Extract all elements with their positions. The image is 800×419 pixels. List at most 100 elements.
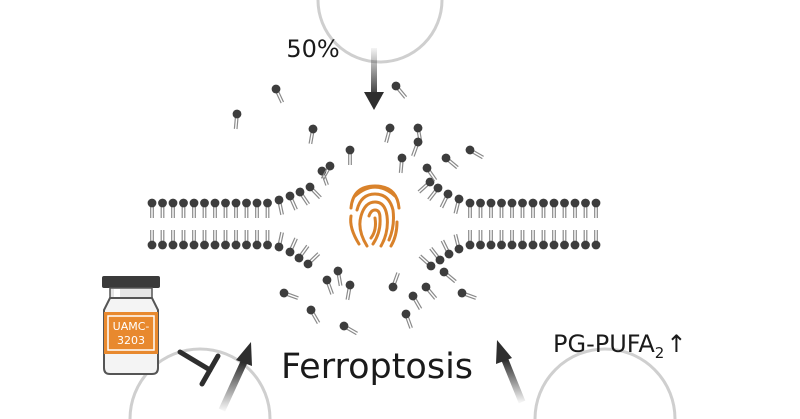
membrane-lipid-top [285, 191, 298, 211]
membrane-lipid-top [570, 198, 580, 218]
released-lipid [391, 81, 408, 99]
released-lipid [408, 291, 423, 310]
membrane-lipid-bottom [158, 230, 167, 250]
released-lipids [232, 81, 484, 336]
released-lipid [345, 280, 355, 301]
released-lipid [401, 309, 413, 329]
released-lipid [397, 153, 407, 174]
lower-left-up-arrow [218, 342, 252, 412]
vial-label-line2: 3203 [117, 334, 145, 347]
membrane-lipid-top [158, 198, 167, 218]
membrane-lipid-top [263, 198, 272, 218]
membrane-lipid-bottom [274, 231, 284, 252]
fingerprint-icon [349, 184, 401, 248]
membrane-lipid-bottom [179, 230, 188, 250]
down-arrow [364, 48, 384, 110]
pg-pufa-up-arrow: ↑ [666, 330, 686, 358]
membrane-lipid-top [439, 189, 453, 209]
membrane-lipid-bottom [560, 230, 569, 250]
membrane-lipid-bottom [476, 230, 485, 250]
lower-right-up-arrow [496, 340, 526, 404]
released-lipid [232, 109, 242, 130]
membrane-lipid-bottom [418, 254, 436, 271]
membrane-lipid-top [252, 198, 262, 218]
membrane-lipid-top [453, 194, 464, 215]
pg-pufa-label: PG-PUFA2↑ [553, 330, 686, 362]
membrane-lipid-bottom [518, 230, 527, 250]
membrane-lipid-bottom [168, 230, 178, 250]
membrane-lipid-bottom [429, 247, 445, 265]
membrane-lipid-top [305, 182, 322, 200]
released-lipid [306, 305, 321, 324]
membrane-lipid-top [417, 177, 435, 194]
membrane-lipid-top [210, 198, 220, 218]
membrane-lipid-top [231, 198, 241, 218]
pg-pufa-subscript: 2 [655, 344, 665, 362]
released-lipid [439, 267, 457, 284]
membrane-lipid-bottom [507, 230, 517, 250]
membrane-lipid-top [200, 198, 209, 218]
membrane-lipid-top [179, 198, 188, 218]
released-lipid [422, 163, 438, 182]
membrane-lipid-top [497, 198, 506, 218]
membrane-lipid-bottom [189, 230, 199, 250]
membrane-lipid-top [507, 198, 517, 218]
released-lipid [465, 145, 484, 160]
membrane-lipid-top [242, 198, 251, 218]
released-lipid [320, 161, 335, 180]
released-lipid [279, 288, 299, 300]
membrane-lipid-top [549, 198, 559, 218]
membrane-lipid-bottom [200, 230, 209, 250]
released-lipid [308, 124, 318, 145]
membrane-lipid-bottom [549, 230, 559, 250]
released-lipid [388, 272, 400, 292]
membrane-lipid-top [581, 198, 590, 218]
released-lipid [339, 321, 358, 336]
membrane-lipid-bottom [147, 230, 157, 250]
released-lipid [271, 84, 285, 104]
membrane-lipid-bottom [581, 230, 590, 250]
lipid-bilayer [147, 177, 601, 271]
membrane-lipid-bottom [486, 230, 496, 250]
inhibition-t-bar-icon [177, 349, 221, 387]
released-lipid [421, 282, 438, 300]
membrane-lipid-bottom [497, 230, 506, 250]
membrane-lipid-top [528, 198, 538, 218]
membrane-lipid-top [274, 195, 284, 216]
released-lipid [333, 266, 343, 287]
released-lipid [322, 275, 334, 295]
membrane-lipid-bottom [221, 230, 230, 250]
membrane-lipid-top [168, 198, 178, 218]
membrane-lipid-bottom [242, 230, 251, 250]
membrane-lipid-top [476, 198, 485, 218]
membrane-lipid-bottom [294, 244, 310, 263]
membrane-lipid-top [465, 198, 475, 218]
released-lipid [457, 288, 477, 300]
membrane-lipid-top [539, 198, 548, 218]
membrane-lipid-bottom [210, 230, 220, 250]
membrane-lipid-top [189, 198, 199, 218]
membrane-lipid-top [295, 187, 310, 206]
ferroptosis-label: Ferroptosis [281, 347, 473, 387]
membrane-lipid-top [427, 183, 443, 201]
membrane-lipid-bottom [465, 230, 475, 250]
membrane-lipid-bottom [303, 252, 321, 269]
membrane-lipid-bottom [285, 237, 298, 257]
membrane-lipid-top [518, 198, 527, 218]
released-lipid [411, 137, 423, 157]
membrane-lipid-bottom [263, 230, 272, 250]
membrane-lipid-top [486, 198, 496, 218]
membrane-lipid-top [591, 198, 601, 218]
membrane-lipid-top [147, 198, 157, 218]
membrane-lipid-bottom [528, 230, 538, 250]
drug-vial-icon: UAMC- 3203 [102, 276, 160, 375]
percent-label: 50% [286, 35, 339, 63]
partial-circles [128, 0, 677, 419]
top-partial-circle [316, 0, 444, 64]
membrane-lipid-bottom [252, 230, 262, 250]
membrane-lipid-bottom [231, 230, 241, 250]
bottom-right-partial-circle [533, 347, 677, 419]
membrane-lipid-bottom [591, 230, 601, 250]
